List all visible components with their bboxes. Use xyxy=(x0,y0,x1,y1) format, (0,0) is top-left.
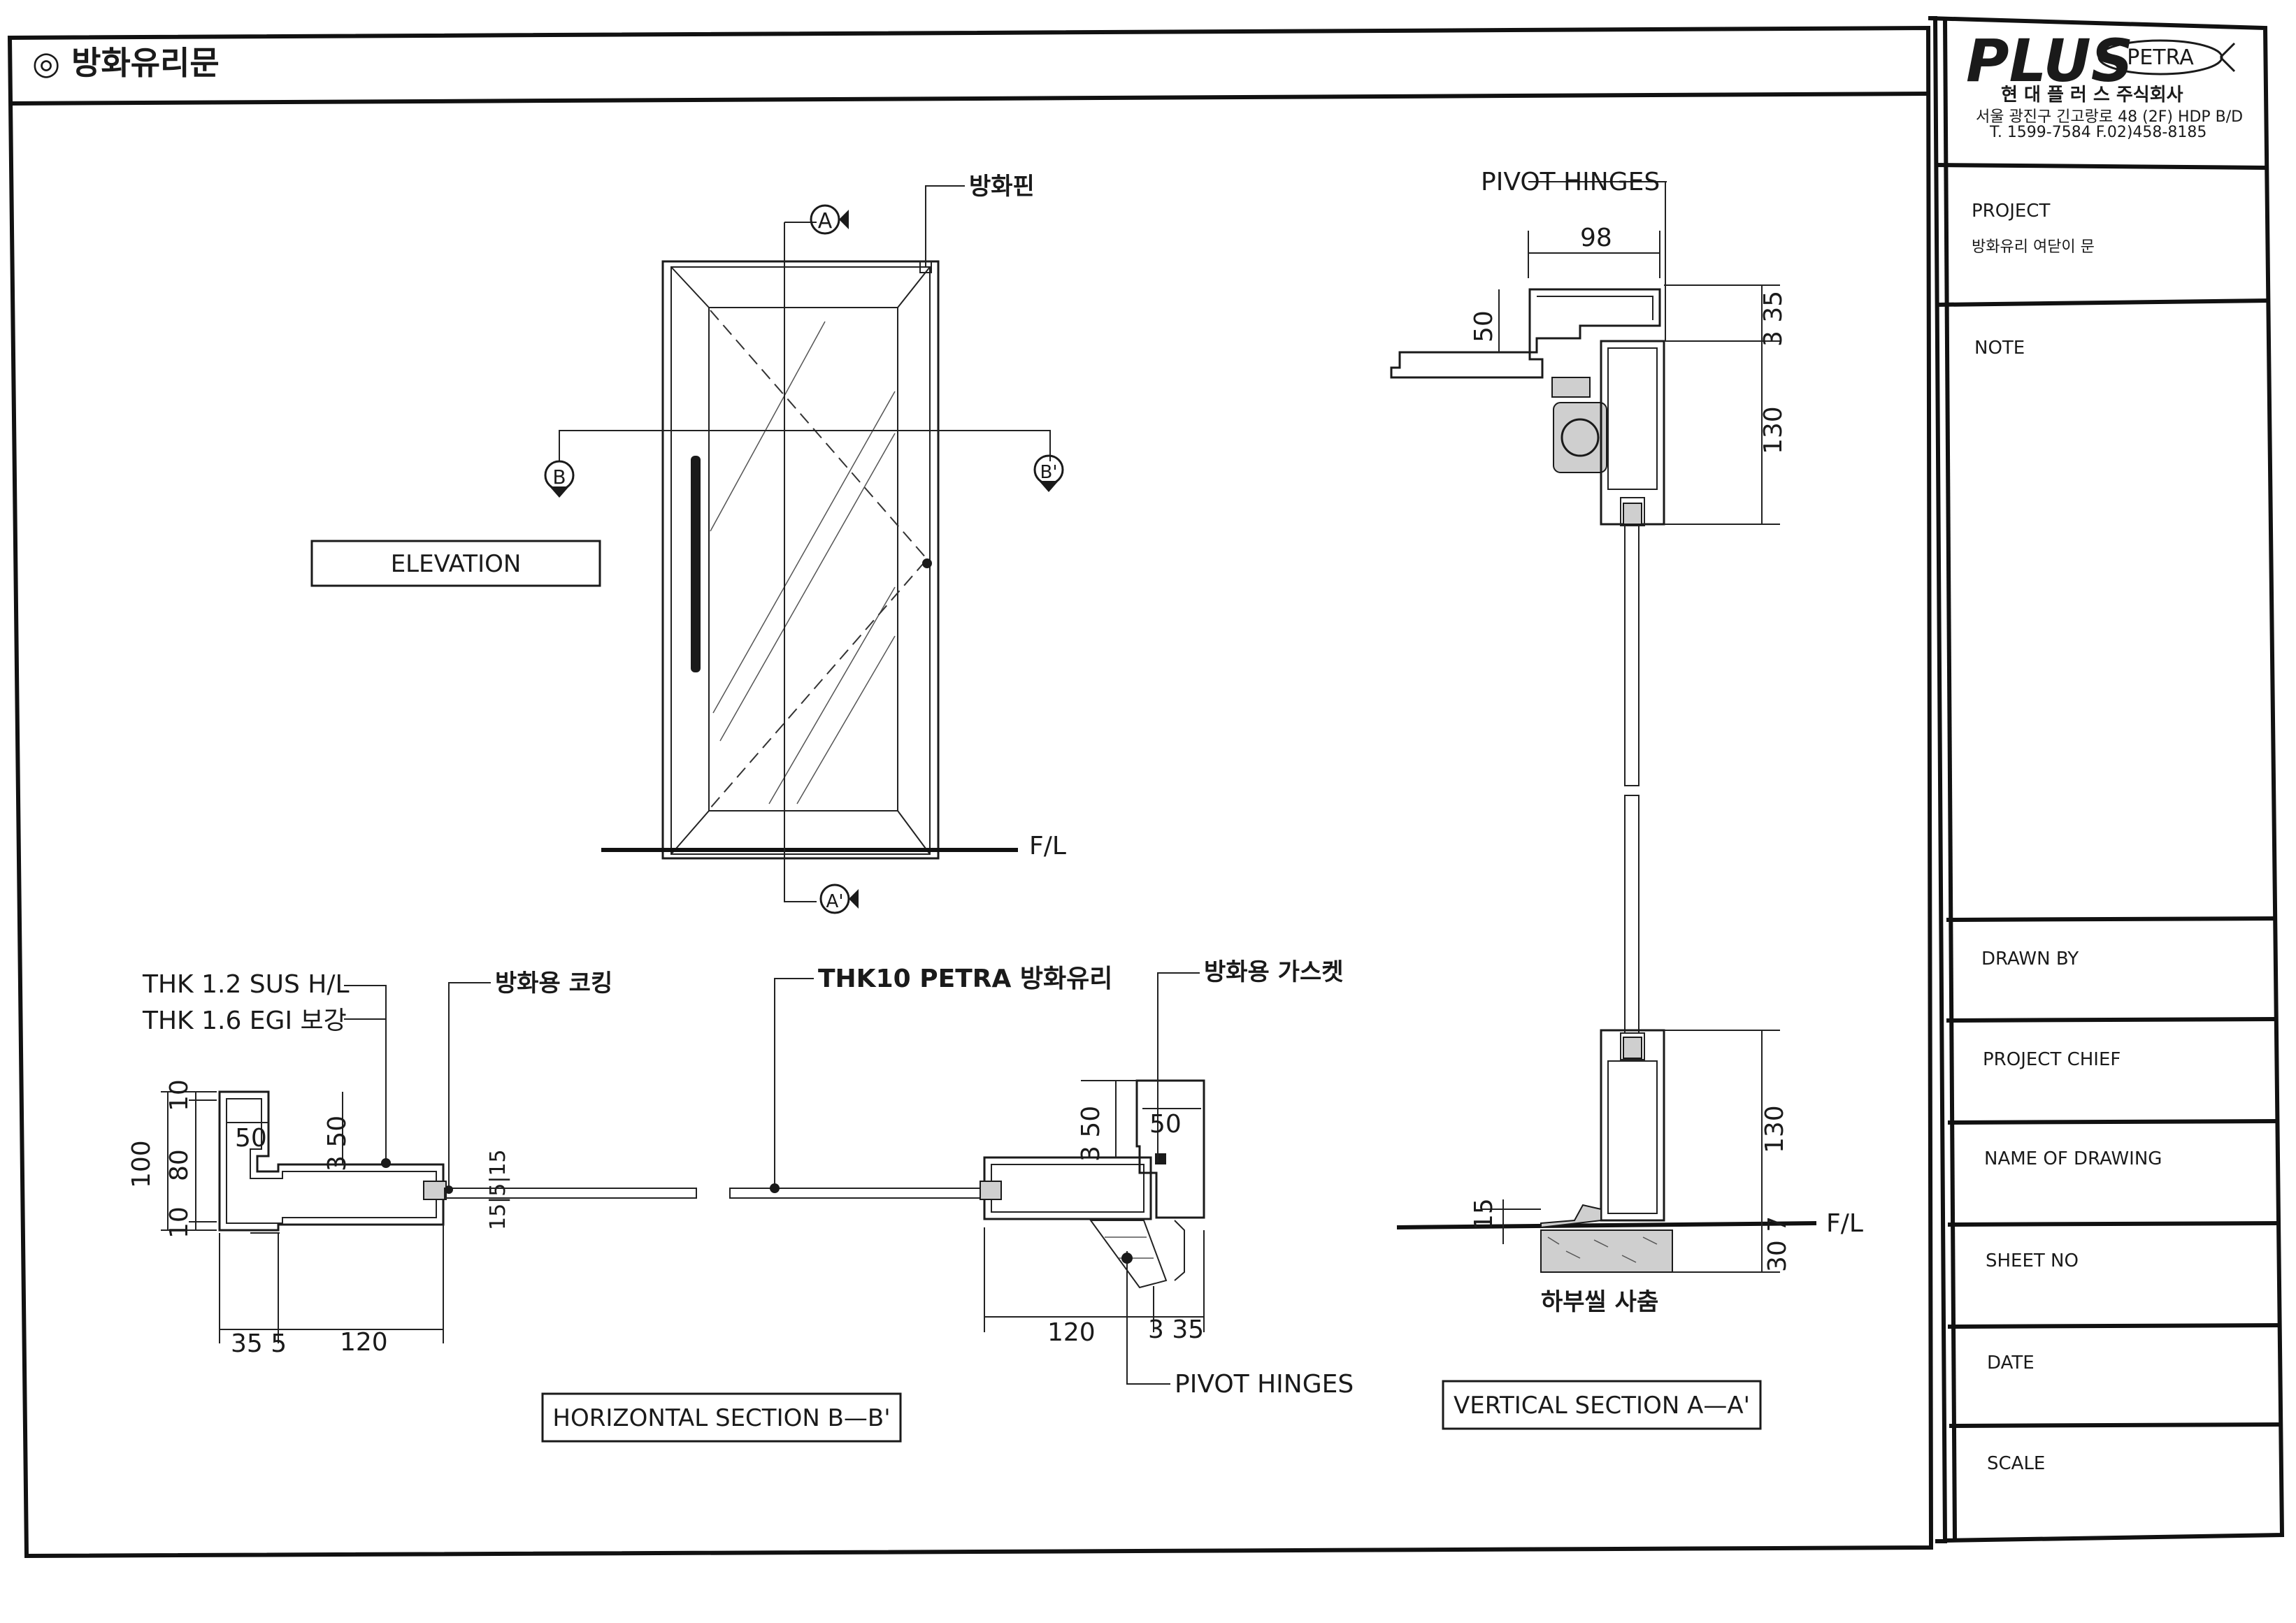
name-of-drawing-label: NAME OF DRAWING xyxy=(1984,1148,2162,1169)
horizontal-pivot-hinges-label: PIVOT HINGES xyxy=(1175,1370,1354,1399)
note-label: NOTE xyxy=(1974,338,2025,359)
dim-15-5-15: 15|5|15 xyxy=(486,1149,510,1230)
glass-label: THK10 PETRA 방화유리 xyxy=(818,965,1112,993)
elevation-title: ELEVATION xyxy=(391,550,522,578)
horizontal-section-title: HORIZONTAL SECTION B—B' xyxy=(552,1404,890,1432)
sheet-no-label: SHEET NO xyxy=(1986,1250,2079,1271)
scale-label: SCALE xyxy=(1987,1453,2045,1474)
horizontal-section-view: THK 1.2 SUS H/L THK 1.6 EGI 보강 방화용 코킹 TH… xyxy=(127,958,1354,1443)
svg-text:B: B xyxy=(552,466,566,489)
fish-tail-icon xyxy=(2219,42,2236,73)
dim-120-right: 120 xyxy=(1047,1318,1096,1347)
dim-3-50-left: 3 50 xyxy=(323,1116,352,1171)
drawn-by-label: DRAWN BY xyxy=(1981,948,2079,969)
elevation-floor-line-label: F/L xyxy=(1029,832,1066,860)
company-phone: T. 1599-7584 F.02)458-8185 xyxy=(1989,124,2207,141)
logo-brand: PLUS xyxy=(1966,27,2133,95)
section-marker-a: A xyxy=(810,204,849,235)
vertical-pivot-hinges-label: PIVOT HINGES xyxy=(1481,168,1660,196)
company-address: 서울 광진구 긴고랑로 48 (2F) HDP B/D xyxy=(1976,108,2243,126)
svg-text:B': B' xyxy=(1040,462,1058,483)
dim-98: 98 xyxy=(1580,224,1612,252)
elevation-view: F/L 방화핀 A A' B B' ELEVATION xyxy=(310,173,1066,914)
section-marker-a-prime: A' xyxy=(819,883,859,914)
horizontal-right-dimensions: 3 50 50 120 3 35 xyxy=(984,1080,1205,1347)
dim-3-50-right: 3 50 xyxy=(1077,1106,1105,1162)
dim-3-35-right: 3 35 xyxy=(1148,1315,1204,1344)
section-marker-b: B xyxy=(544,460,575,498)
logo-sub-brand: PETRA xyxy=(2127,45,2194,70)
project-label: PROJECT xyxy=(1972,201,2050,222)
sill-label: 하부씰 사춤 xyxy=(1541,1288,1658,1316)
sheet-border xyxy=(7,16,2285,1559)
horizontal-left-dimensions: 100 10 80 10 50 3 50 15|5|15 35 5 120 xyxy=(127,1079,510,1358)
dim-50-right: 50 xyxy=(1149,1110,1182,1139)
dim-50-left: 50 xyxy=(235,1124,267,1153)
fire-pin-label: 방화핀 xyxy=(969,173,1035,201)
dim-3-35-vertical: 3 35 xyxy=(1759,291,1788,347)
section-marker-b-prime: B' xyxy=(1033,454,1064,492)
dim-100: 100 xyxy=(127,1140,156,1188)
date-label: DATE xyxy=(1987,1352,2035,1373)
dim-50-vertical: 50 xyxy=(1470,310,1498,342)
dim-10-top: 10 xyxy=(165,1079,194,1111)
page-title: ◎ 방화유리문 xyxy=(32,44,220,82)
dim-120-left: 120 xyxy=(340,1328,388,1357)
dim-130-bottom: 130 xyxy=(1760,1105,1789,1153)
vertical-section-view: F/L 하부씰 사춤 PIVOT HINGES 98 50 3 35 130 1… xyxy=(1390,168,1863,1430)
dim-10-bottom: 10 xyxy=(165,1206,194,1239)
dim-80: 80 xyxy=(165,1149,194,1181)
dim-30-7: 30 7 xyxy=(1763,1216,1792,1272)
vertical-section-title: VERTICAL SECTION A—A' xyxy=(1454,1392,1750,1420)
project-chief-label: PROJECT CHIEF xyxy=(1983,1049,2121,1070)
vertical-floor-line-label: F/L xyxy=(1826,1209,1863,1238)
title-block: PLUS PETRA 현 대 플 러 스 주식회사 서울 광진구 긴고랑로 48… xyxy=(1935,27,2280,1474)
caulking-label: 방화용 코킹 xyxy=(495,969,612,997)
svg-text:A: A xyxy=(818,209,833,233)
frame-sus-label: THK 1.2 SUS H/L xyxy=(142,970,350,999)
svg-text:A': A' xyxy=(826,891,844,912)
gasket-label: 방화용 가스켓 xyxy=(1204,958,1344,986)
dim-130-top: 130 xyxy=(1759,406,1788,454)
project-value: 방화유리 여닫이 문 xyxy=(1972,238,2095,256)
frame-egi-label: THK 1.6 EGI 보강 xyxy=(142,1007,347,1035)
dim-15-vertical: 15 xyxy=(1470,1198,1498,1230)
company-name: 현 대 플 러 스 주식회사 xyxy=(2001,85,2183,106)
dim-35-5: 35 5 xyxy=(231,1329,287,1358)
